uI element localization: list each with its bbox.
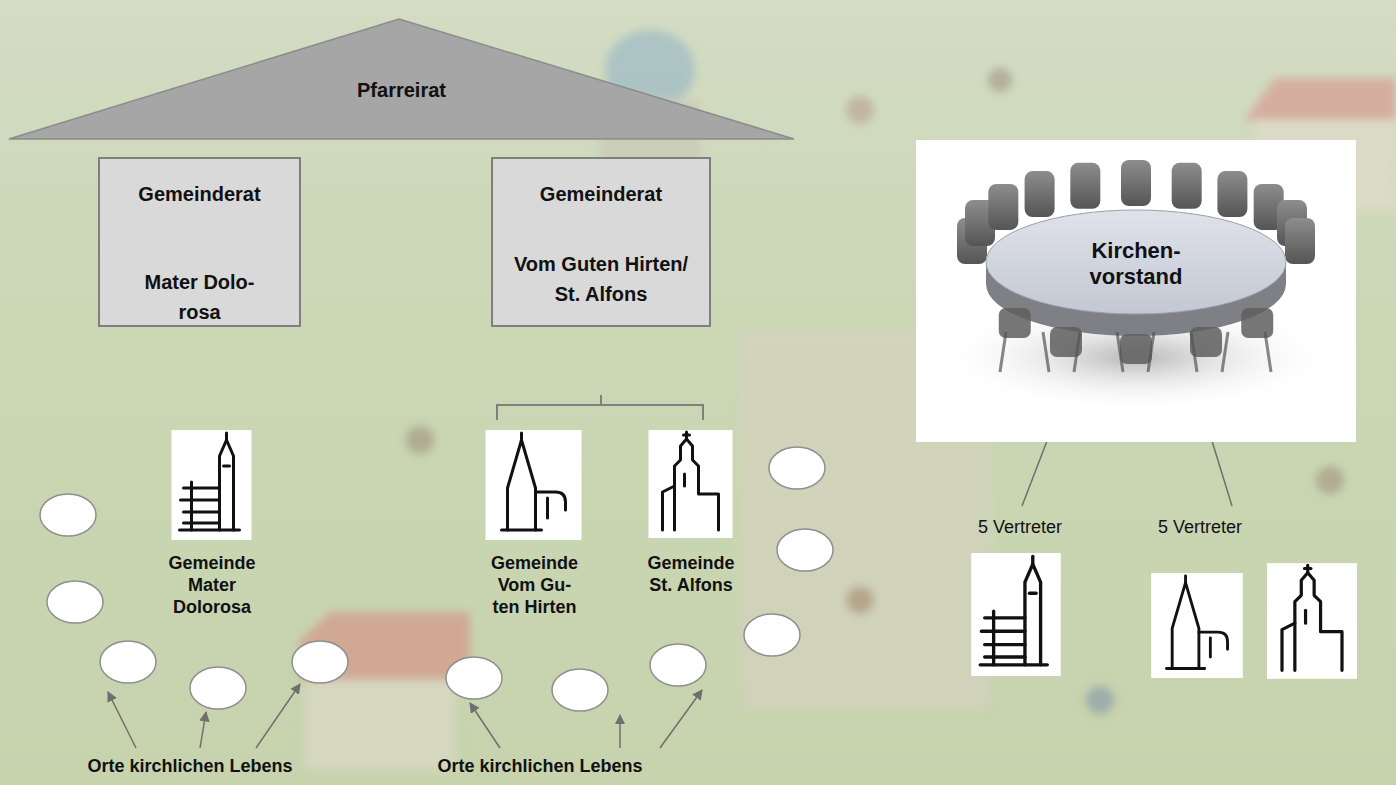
parish-label: Gemeinde Mater Dolorosa xyxy=(158,552,266,618)
group-bracket xyxy=(497,395,703,420)
leader-arrow xyxy=(108,428,1232,748)
parish-label: Gemeinde St. Alfons xyxy=(636,552,746,596)
parish-label: Gemeinde Vom Gu- ten Hirten xyxy=(486,552,583,618)
node-title: Kirchen- vorstand xyxy=(1080,238,1192,290)
node-subtitle: Vom Guten Hirten/ St. Alfons xyxy=(513,249,689,309)
table-illustration xyxy=(916,140,1356,442)
church-icon xyxy=(649,430,733,538)
council-box: GemeinderatVom Guten Hirten/ St. Alfons xyxy=(491,157,711,327)
church-icon xyxy=(486,430,582,540)
board-table: Kirchen- vorstand xyxy=(916,140,1356,442)
church-icon xyxy=(1267,563,1357,679)
church-icon xyxy=(1151,573,1243,678)
node-title: Gemeinderat xyxy=(540,179,662,209)
node-title: Pfarreirat xyxy=(8,75,795,105)
council-roof: Pfarreirat xyxy=(8,18,795,140)
places-label: Orte kirchlichen Lebens xyxy=(380,755,700,777)
node-title: Gemeinderat xyxy=(138,179,260,209)
delegates-label: 5 Vertreter xyxy=(1130,516,1270,538)
church-icon xyxy=(971,553,1060,676)
node-subtitle: Mater Dolo- rosa xyxy=(130,267,269,327)
delegates-label: 5 Vertreter xyxy=(950,516,1090,538)
places-label: Orte kirchlichen Lebens xyxy=(30,755,350,777)
council-box: GemeinderatMater Dolo- rosa xyxy=(98,157,301,327)
church-icon xyxy=(172,430,252,540)
